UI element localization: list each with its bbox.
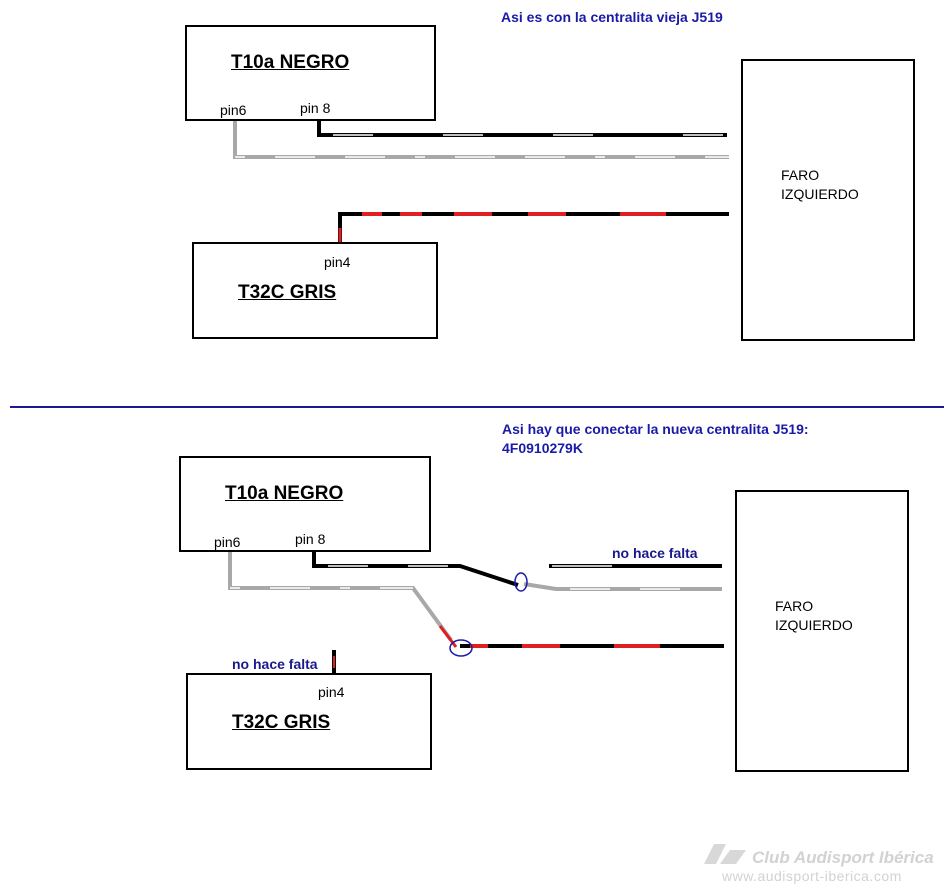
bottom-connector-t32c-title: T32C GRIS <box>232 712 331 733</box>
bottom-pin8-label: pin 8 <box>295 531 326 547</box>
bottom-note-top: no hace falta <box>612 545 698 561</box>
bottom-pin4-label: pin4 <box>318 684 345 700</box>
bottom-wire-stub-right <box>523 564 722 591</box>
top-lamp-box <box>741 59 915 341</box>
bottom-caption-line2: 4F0910279K <box>502 440 583 456</box>
watermark-url: www.audisport-iberica.com <box>722 868 902 884</box>
top-connector-t32c-title: T32C GRIS <box>238 282 337 303</box>
top-wire-pin4 <box>338 212 729 243</box>
bottom-wire-pin8 <box>312 551 519 587</box>
top-pin8-label: pin 8 <box>300 100 331 116</box>
splice-circle-upper <box>514 572 528 592</box>
bottom-lamp-line2: IZQUIERDO <box>775 617 853 633</box>
club-logo-icon <box>704 844 746 864</box>
bottom-wire-pin6 <box>228 551 458 648</box>
top-lamp-label: FARO IZQUIERDO <box>781 166 859 204</box>
bottom-pin6-label: pin6 <box>214 534 241 550</box>
bottom-caption-line1: Asi hay que conectar la nueva centralita… <box>502 421 809 437</box>
top-caption: Asi es con la centralita vieja J519 <box>501 9 723 25</box>
bottom-note-bottom: no hace falta <box>232 656 318 672</box>
bottom-lamp-box <box>735 490 909 772</box>
bottom-connector-t10a <box>179 456 431 552</box>
top-wire-pin6 <box>233 120 729 159</box>
bottom-connector-t32c <box>186 673 432 770</box>
top-connector-t10a-title: T10a NEGRO <box>231 52 350 73</box>
top-wire-pin8 <box>317 120 727 137</box>
splice-circle-lower <box>449 639 473 657</box>
bottom-lamp-line1: FARO <box>775 598 814 614</box>
top-lamp-line2: IZQUIERDO <box>781 186 859 202</box>
bottom-lamp-label: FARO IZQUIERDO <box>775 597 853 635</box>
top-pin6-label: pin6 <box>220 102 247 118</box>
bottom-caption: Asi hay que conectar la nueva centralita… <box>502 420 809 458</box>
top-lamp-line1: FARO <box>781 167 820 183</box>
top-connector-t10a <box>185 25 436 121</box>
bottom-connector-t10a-title: T10a NEGRO <box>225 483 344 504</box>
watermark-club-name: Club Audisport Ibérica <box>752 848 934 867</box>
top-connector-t32c <box>192 242 438 339</box>
top-pin4-label: pin4 <box>324 254 351 270</box>
